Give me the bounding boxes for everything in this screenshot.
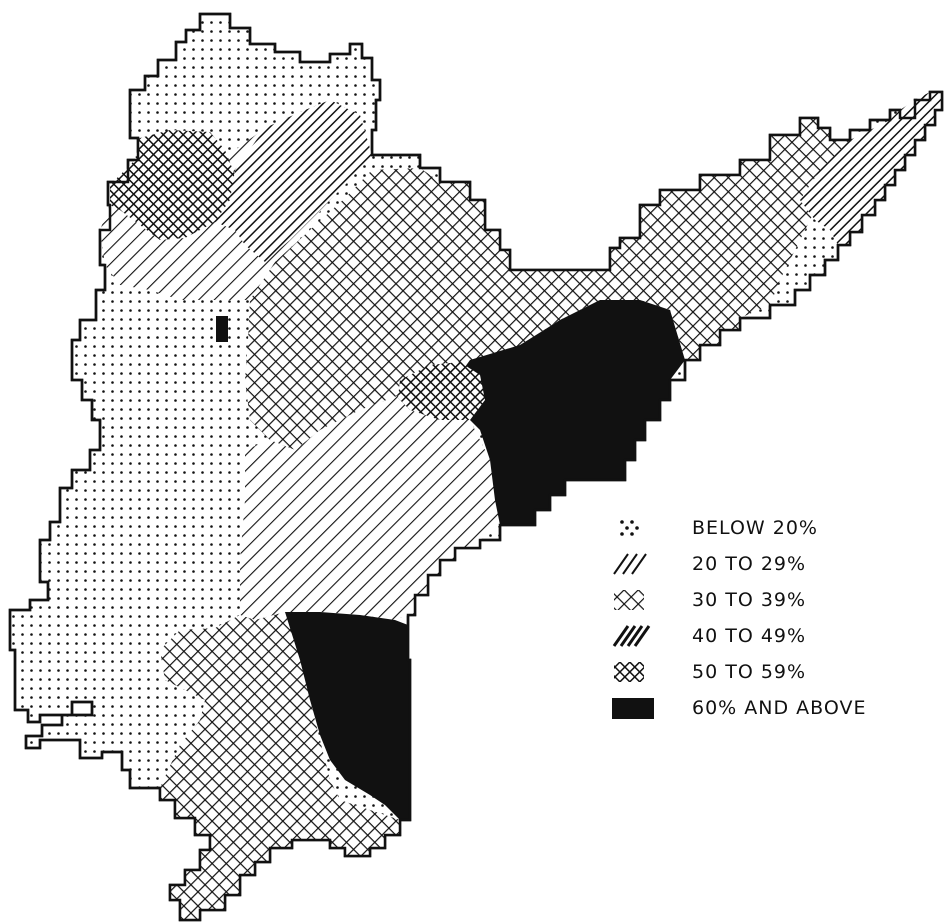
- legend-item-60-above: 60% AND ABOVE: [610, 690, 930, 726]
- legend-item-40-49: 40 TO 49%: [610, 618, 930, 654]
- legend-label: BELOW 20%: [692, 517, 818, 539]
- region-20-29-central: [240, 395, 500, 620]
- region-50-59-northwest: [110, 130, 235, 240]
- region-60-above-marker: [216, 316, 228, 342]
- dense-hatch-pattern-icon: [610, 625, 656, 647]
- legend-item-below-20: BELOW 20%: [610, 510, 930, 546]
- region-50-59-east: [398, 362, 485, 420]
- region-30-39-south: [160, 612, 400, 920]
- legend-label: 40 TO 49%: [692, 625, 807, 647]
- legend-label: 60% AND ABOVE: [692, 697, 867, 719]
- region-60-above-south: [285, 612, 410, 820]
- legend-item-20-29: 20 TO 29%: [610, 546, 930, 582]
- solid-pattern-icon: [610, 697, 656, 719]
- legend-label: 50 TO 59%: [692, 661, 807, 683]
- region-40-49-northeast: [800, 92, 942, 245]
- region-30-39-central: [245, 118, 850, 450]
- region-40-49-north: [215, 100, 372, 262]
- legend-item-50-59: 50 TO 59%: [610, 654, 930, 690]
- map-legend: BELOW 20% 20 TO 29% 30 TO 39%: [610, 510, 930, 726]
- legend-label: 30 TO 39%: [692, 589, 807, 611]
- state-outline: [8, 12, 944, 922]
- light-hatch-pattern-icon: [610, 553, 656, 575]
- crosshatch-pattern-icon: [610, 589, 656, 611]
- dots-pattern-icon: [610, 517, 656, 539]
- legend-label: 20 TO 29%: [692, 553, 807, 575]
- legend-item-30-39: 30 TO 39%: [610, 582, 930, 618]
- dense-crosshatch-pattern-icon: [610, 661, 656, 683]
